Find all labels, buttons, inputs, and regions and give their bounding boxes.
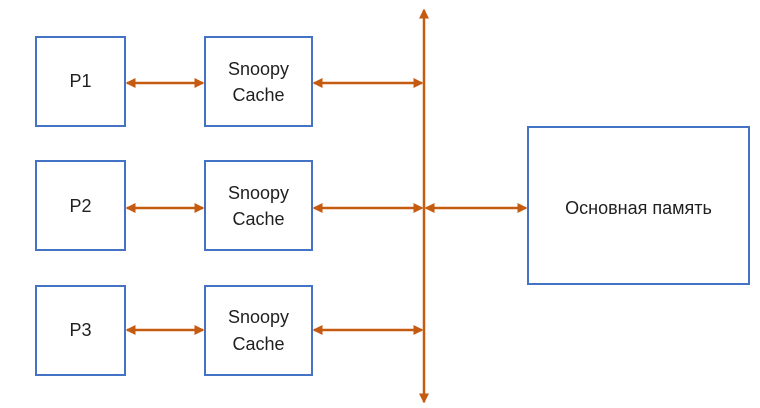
processor-p3-label: P3 [69,320,91,340]
main-memory-box [527,126,750,285]
main-memory: Основная память [424,126,750,285]
snoopy-cache-2-line2: Cache [232,209,284,229]
processor-p3 [35,285,126,376]
row-2: P2 Snoopy Cache [35,160,424,251]
row-1: P1 Snoopy Cache [35,36,424,127]
snoopy-cache-1-line1: Snoopy [228,59,289,79]
row-3: P3 Snoopy Cache [35,285,424,376]
processor-p2 [35,160,126,251]
snoopy-cache-2 [204,160,313,251]
processor-p2-label: P2 [69,196,91,216]
main-memory-label: Основная память [565,198,712,218]
processor-p1 [35,36,126,127]
snoopy-cache-3-line1: Snoopy [228,307,289,327]
snoopy-cache-1 [204,36,313,127]
snoopy-cache-2-line1: Snoopy [228,183,289,203]
processor-p1-label: P1 [69,71,91,91]
snoopy-cache-3-line2: Cache [232,334,284,354]
snoopy-cache-3 [204,285,313,376]
snoopy-cache-1-line2: Cache [232,85,284,105]
